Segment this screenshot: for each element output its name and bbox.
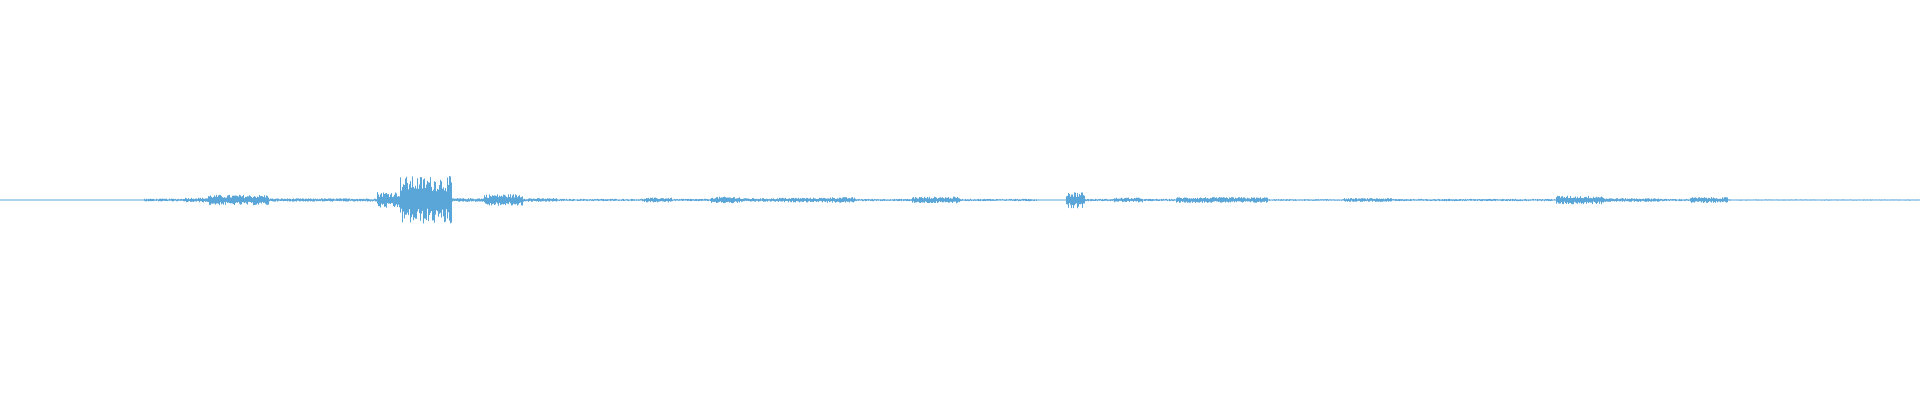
waveform-amplitude-path [0,176,1920,224]
waveform-bars [0,176,1920,224]
